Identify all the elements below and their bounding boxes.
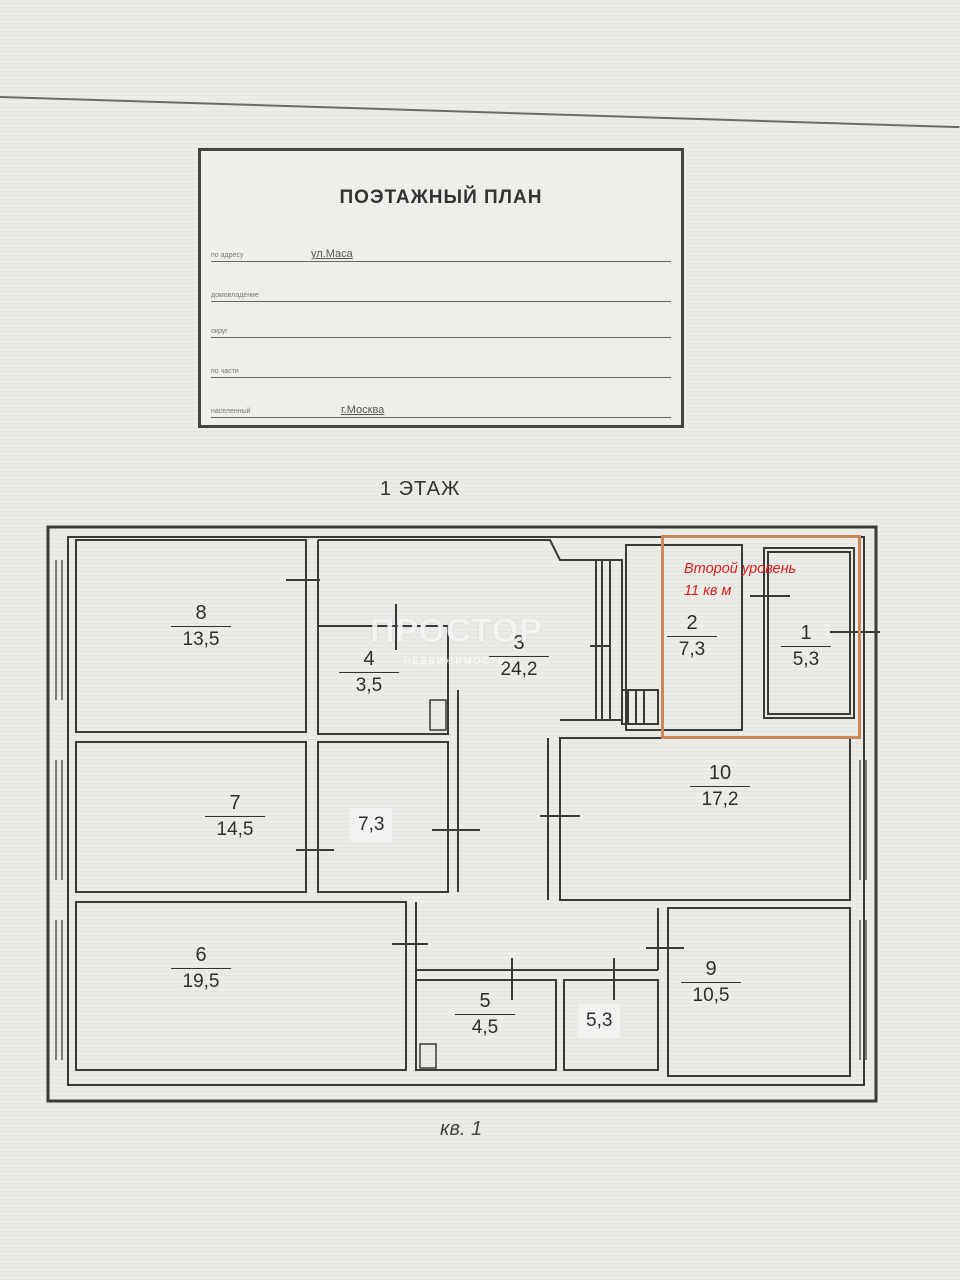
room-4-outline	[317, 625, 449, 735]
room-label-5: 5 4,5	[450, 990, 520, 1039]
room-number: 1	[800, 622, 812, 644]
stamp-row-label: населенный	[211, 408, 251, 415]
room-unnumbered-b-outline	[563, 979, 659, 1071]
floor-title: 1 ЭТАЖ	[380, 478, 461, 500]
label-divider	[781, 646, 831, 647]
label-divider	[205, 816, 265, 817]
room-2-outline	[625, 544, 743, 731]
room-label-4: 4 3,5	[334, 648, 404, 697]
label-divider	[667, 636, 717, 637]
room-area: 14,5	[216, 819, 254, 840]
outer-wall	[46, 525, 878, 1103]
room-area: 3,5	[355, 675, 383, 696]
stamp-row-part: по части	[211, 363, 671, 378]
room-area: 13,5	[182, 629, 220, 650]
room-area: 4,5	[471, 1017, 499, 1038]
room-area: 5,3	[792, 649, 820, 670]
label-divider	[171, 968, 231, 969]
room-number: 3	[513, 632, 525, 654]
label-divider	[681, 982, 741, 983]
room-area-unnumbered: 7,3	[350, 808, 393, 842]
watermark-sub: НЕДВИЖИМОСТЬ	[404, 656, 506, 666]
stamp-row-district: округ	[211, 323, 671, 338]
room-area: 17,2	[701, 789, 739, 810]
apartment-caption: кв. 1	[440, 1118, 483, 1140]
room-unnumbered-a-outline	[317, 741, 449, 893]
room-number: 9	[705, 958, 717, 980]
room-area-unnumbered: 5,3	[578, 1004, 621, 1038]
stamp-title: ПОЭТАЖНЫЙ ПЛАН	[339, 187, 543, 208]
label-divider	[455, 1014, 515, 1015]
room-number: 4	[363, 648, 375, 670]
room-label-1: 1 5,3	[774, 622, 838, 671]
room-label-6: 6 19,5	[166, 944, 236, 993]
room-3-outline	[318, 539, 597, 721]
stamp-row-address: по адресу ул.Маса	[211, 247, 671, 262]
room-area: 19,5	[182, 971, 220, 992]
room-number: 10	[708, 762, 732, 784]
stamp-row-value: ул.Маса	[311, 248, 353, 260]
second-level-highlight	[661, 535, 861, 739]
inner-outline	[67, 536, 865, 1086]
room-label-8: 8 13,5	[166, 602, 236, 651]
room-area: 24,2	[500, 659, 538, 680]
room-number: 7	[229, 792, 241, 814]
stamp-row-label: по части	[211, 368, 239, 375]
room-label-7: 7 14,5	[200, 792, 270, 841]
room-number: 2	[686, 612, 698, 634]
note-line-1: Второй уровень	[684, 561, 797, 577]
room-7-outline	[75, 741, 307, 893]
room-label-9: 9 10,5	[676, 958, 746, 1007]
stamp-row-label: домовладение	[211, 292, 259, 299]
room-label-10: 10 17,2	[680, 762, 760, 811]
stamp-row-value: г.Москва	[341, 404, 385, 416]
second-level-note: Второй уровень 11 кв м	[684, 558, 796, 602]
room-8-outline	[75, 539, 307, 733]
label-divider	[171, 626, 231, 627]
room-number: 8	[195, 602, 207, 624]
label-divider	[339, 672, 399, 673]
title-stamp: ПОЭТАЖНЫЙ ПЛАН по адресу ул.Маса домовла…	[198, 148, 684, 428]
watermark-brand: ПРОСТОР	[370, 612, 543, 650]
stamp-row-label: округ	[211, 328, 228, 335]
fixture	[429, 699, 447, 731]
room-area: 10,5	[692, 985, 730, 1006]
stamp-row-city: населенный г.Москва	[211, 403, 671, 418]
room-6-outline	[75, 901, 407, 1071]
room-label-2: 2 7,3	[660, 612, 724, 661]
fixture	[419, 1043, 437, 1069]
stairs-landing	[621, 689, 659, 725]
stamp-row-building: домовладение	[211, 287, 671, 302]
room-label-3: 3 24,2	[484, 632, 554, 681]
room-9-outline	[667, 907, 851, 1077]
room-number: 5	[479, 990, 491, 1012]
label-divider	[489, 656, 549, 657]
room-number: 6	[195, 944, 207, 966]
stamp-row-label: по адресу	[211, 252, 244, 259]
label-divider	[690, 786, 750, 787]
note-line-2: 11 кв м	[684, 583, 732, 599]
room-area: 7,3	[678, 639, 706, 660]
